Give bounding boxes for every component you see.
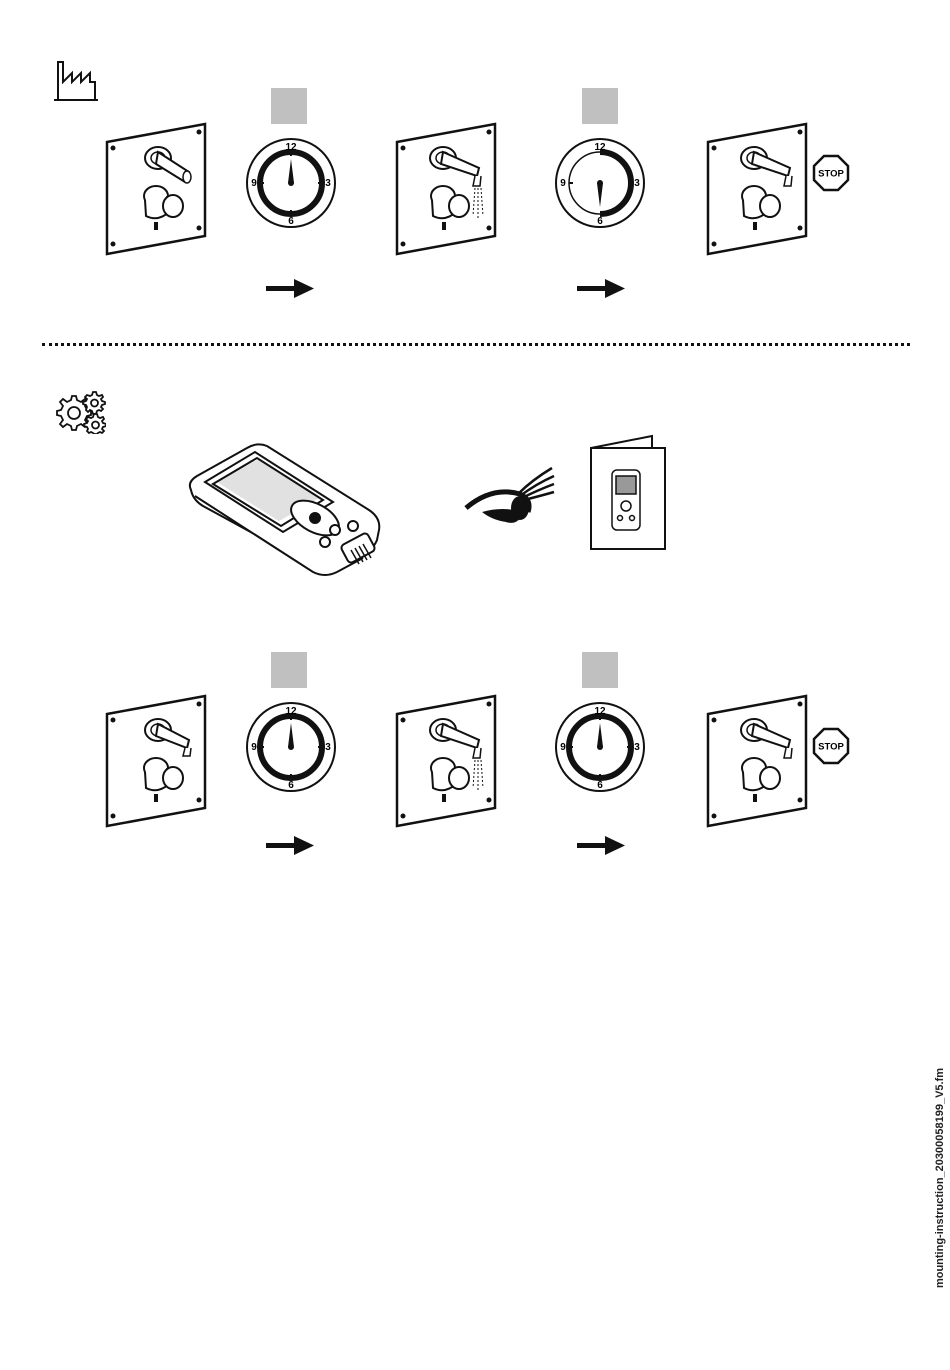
faucet-panel [103, 120, 211, 258]
svg-text:12: 12 [594, 142, 606, 153]
gears-icon [54, 390, 106, 434]
svg-text:9: 9 [251, 742, 257, 753]
svg-text:6: 6 [288, 780, 294, 791]
svg-text:STOP: STOP [818, 169, 844, 180]
svg-text:3: 3 [325, 742, 331, 753]
faucet-panel [103, 692, 211, 830]
stop-sign-icon: STOP [812, 154, 850, 192]
faucet-panel [704, 692, 812, 830]
arrow-right-icon [264, 278, 316, 300]
handheld-programmer-icon [183, 438, 393, 578]
faucet-panel-water-running [393, 692, 501, 830]
clock-dial: 12 3 6 9 [244, 136, 338, 230]
step-marker-box [582, 652, 618, 688]
svg-text:12: 12 [285, 142, 297, 153]
arrow-right-icon [575, 835, 627, 857]
svg-text:9: 9 [251, 178, 257, 189]
svg-text:3: 3 [325, 178, 331, 189]
footer-filename: mounting-instruction_20300058199_V5.fm [929, 1060, 950, 1296]
faucet-panel-water-running [393, 120, 501, 258]
clock-dial-running: 12 3 6 9 [553, 136, 647, 230]
svg-text:3: 3 [634, 742, 640, 753]
svg-text:STOP: STOP [818, 742, 844, 753]
step-marker-box [582, 88, 618, 124]
faucet-panel [704, 120, 812, 258]
stop-sign-icon: STOP [812, 727, 850, 765]
footer-filename-text: mounting-instruction_20300058199_V5.fm [934, 1068, 946, 1288]
arrow-right-icon [264, 835, 316, 857]
clock-dial: 12 3 6 9 [553, 700, 647, 794]
factory-icon [52, 58, 98, 102]
eye-icon [462, 460, 556, 524]
svg-text:6: 6 [597, 216, 603, 227]
clock-dial: 12 3 6 9 [244, 700, 338, 794]
section-divider [42, 343, 910, 346]
step-marker-box [271, 88, 307, 124]
svg-text:3: 3 [634, 178, 640, 189]
svg-text:6: 6 [288, 216, 294, 227]
svg-text:12: 12 [285, 706, 297, 717]
step-marker-box [271, 652, 307, 688]
arrow-right-icon [575, 278, 627, 300]
svg-text:12: 12 [594, 706, 606, 717]
svg-text:6: 6 [597, 780, 603, 791]
svg-text:9: 9 [560, 178, 566, 189]
manual-booklet-icon [588, 434, 668, 552]
svg-text:9: 9 [560, 742, 566, 753]
